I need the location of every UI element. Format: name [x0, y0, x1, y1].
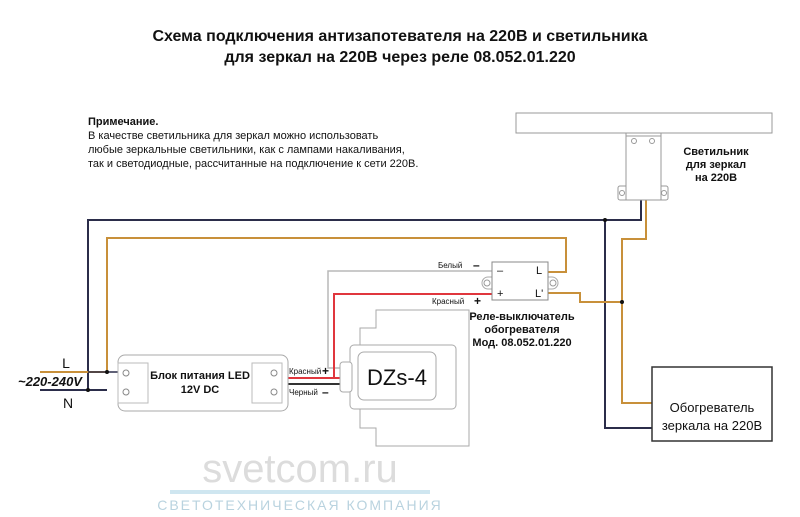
relay-caption-3: Мод. 08.052.01.220 [472, 337, 571, 349]
dzs4-controller: DZs-4 [339, 309, 470, 447]
relay-l-terminal: L [536, 265, 542, 277]
relay-caption-2: обогревателя [484, 324, 559, 336]
mirror-heater [651, 366, 773, 442]
watermark-bar [170, 490, 430, 494]
mains-l-label: L [62, 355, 70, 371]
psu-plus-sign: + [322, 364, 329, 378]
relay-minus-terminal: – [497, 265, 504, 277]
watermark-brand: svetcom.ru [202, 447, 398, 491]
relay-white-sign: – [473, 258, 480, 272]
relay-caption-1: Реле-выключатель [469, 311, 575, 323]
relay-red-label: Красный [432, 297, 464, 306]
title-line-1: Схема подключения антизапотевателя на 22… [152, 28, 647, 45]
note-line-3: так и светодиодные, рассчитанные на подк… [88, 158, 418, 170]
junction-switched [620, 300, 624, 304]
live-wire-lamp [621, 200, 652, 404]
psu-black-label: Черный [289, 388, 318, 397]
psu-label-1: Блок питания LED [150, 370, 250, 382]
watermark: svetcom.ru СВЕТОТЕХНИЧЕСКАЯ КОМПАНИЯ [157, 447, 443, 513]
dzs4-label: DZs-4 [367, 365, 427, 390]
heater-label-2: зеркала на 220В [662, 418, 762, 433]
mains-voltage-label: ~220-240V [18, 374, 83, 389]
note-line-2: любые зеркальные светильники, как с ламп… [88, 144, 405, 156]
mirror-lamp [515, 112, 773, 201]
note-line-1: В качестве светильника для зеркал можно … [88, 130, 378, 142]
neutral-wire-main [87, 200, 642, 390]
heater-label-1: Обогреватель [670, 400, 755, 415]
watermark-tagline: СВЕТОТЕХНИЧЕСКАЯ КОМПАНИЯ [157, 497, 443, 513]
relay-lout-terminal: L' [535, 288, 543, 300]
relay-plus-terminal: + [497, 288, 503, 300]
junction-neutral-heater [603, 218, 607, 222]
psu-label-2: 12V DC [181, 384, 220, 396]
wires [40, 200, 652, 429]
live-wire [40, 237, 567, 373]
switched-live-wire [548, 292, 622, 303]
title-line-2: для зеркал на 220В через реле 08.052.01.… [224, 49, 575, 66]
note-heading: Примечание. [88, 116, 158, 128]
red-wire-relay [333, 293, 492, 378]
mains-n-label: N [63, 395, 73, 411]
psu-red-label: Красный [289, 367, 321, 376]
white-wire [327, 270, 492, 369]
junction-live [105, 370, 109, 374]
relay-red-sign: + [474, 294, 481, 308]
power-supply: Блок питания LED 12V DC [117, 354, 289, 412]
neutral-wire-heater [604, 220, 652, 429]
junction-neutral [86, 388, 90, 392]
lamp-caption-2: для зеркал [686, 159, 746, 171]
lamp-caption-3: на 220В [695, 172, 737, 184]
relay: – + L L' [481, 261, 559, 301]
lamp-caption-1: Светильник [683, 146, 749, 158]
psu-minus-sign: – [322, 385, 329, 399]
relay-white-label: Белый [438, 261, 462, 270]
